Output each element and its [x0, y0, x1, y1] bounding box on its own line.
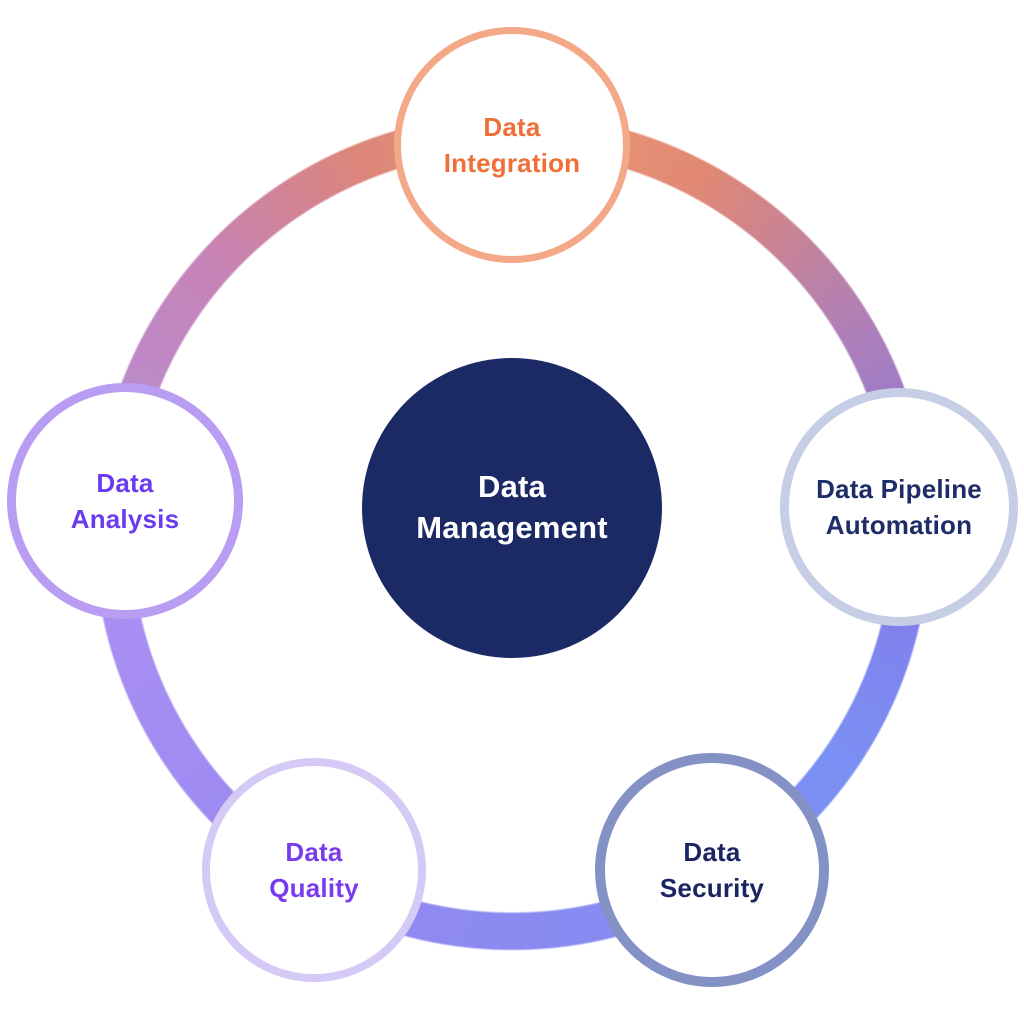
node-data-management-hub: Data Management — [362, 358, 662, 658]
node-data-integration: Data Integration — [394, 27, 630, 263]
label-line: Data — [483, 111, 541, 142]
node-data-pipeline-automation-label: Data Pipeline Automation — [816, 471, 982, 544]
label-line: Data — [285, 836, 343, 867]
label-line: Security — [659, 873, 765, 903]
node-data-integration-label: Data Integration — [444, 109, 581, 182]
label-line: Data — [96, 467, 154, 498]
node-data-analysis: Data Analysis — [7, 383, 243, 619]
label-line: Analysis — [70, 504, 180, 534]
node-data-quality-label: Data Quality — [269, 834, 359, 907]
node-data-security: Data Security — [595, 753, 829, 987]
label-line: Data Pipeline — [816, 473, 982, 504]
node-data-management-label: Data Management — [416, 467, 607, 549]
label-line: Automation — [825, 510, 973, 540]
label-line: Quality — [269, 873, 359, 903]
label-line: Integration — [443, 148, 581, 178]
label-line: Management — [416, 510, 608, 545]
node-data-security-label: Data Security — [660, 834, 764, 907]
node-data-analysis-label: Data Analysis — [71, 465, 180, 538]
label-line: Data — [477, 469, 546, 505]
node-data-pipeline-automation: Data Pipeline Automation — [780, 388, 1018, 626]
node-data-quality: Data Quality — [202, 758, 426, 982]
label-line: Data — [683, 836, 741, 867]
